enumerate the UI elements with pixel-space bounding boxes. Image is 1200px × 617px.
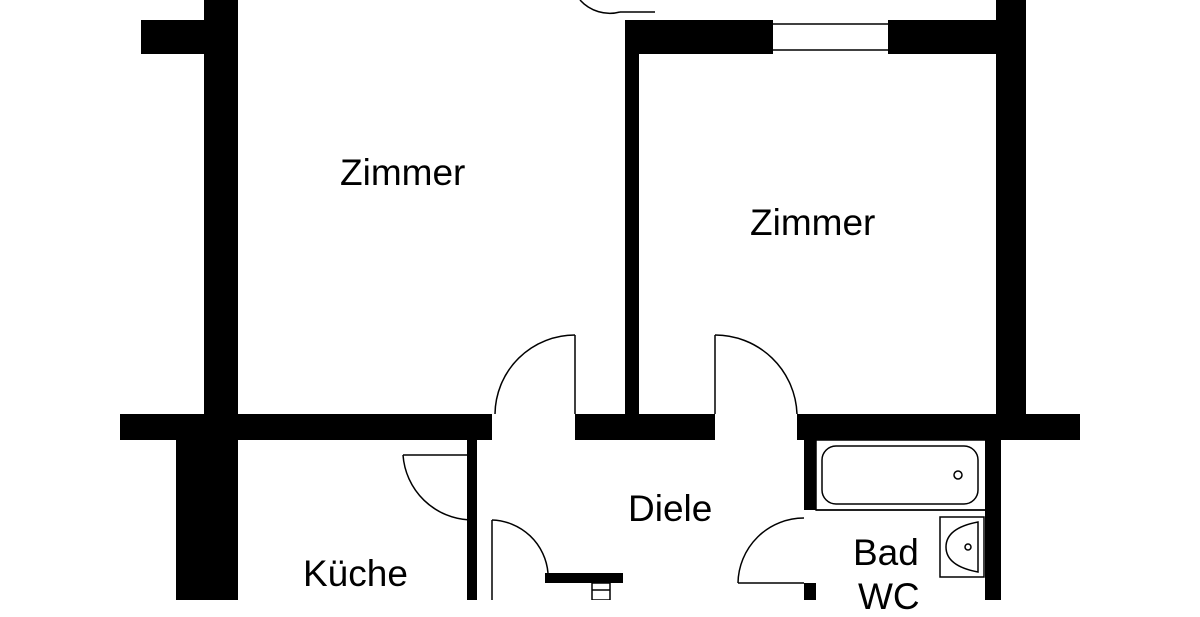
sink	[939, 516, 985, 578]
wall-horizontal-left	[120, 414, 492, 440]
wall-upper-divider	[625, 40, 639, 416]
room-label-diele: Diele	[628, 488, 713, 529]
window	[773, 23, 888, 51]
wall-horizontal-mid	[575, 414, 715, 440]
door-zimmer-right	[714, 334, 798, 415]
bathtub	[815, 439, 987, 511]
room-label-zimmer-1: Zimmer	[340, 152, 466, 193]
sink-basin	[945, 521, 979, 573]
room-label-wc: WC	[858, 576, 920, 617]
wall-entry-stub	[545, 573, 623, 583]
floor-plan	[120, 0, 1080, 600]
wall-right	[996, 0, 1026, 440]
wall-top-right-1	[625, 20, 773, 54]
bath-fixtures	[815, 439, 987, 578]
wall-left-upper	[204, 0, 238, 420]
wall-bath-divider-lower	[804, 583, 816, 600]
wall-top-right-2	[888, 20, 1000, 54]
wall-horizontal-right	[797, 414, 1080, 440]
bathtub-drain	[953, 470, 963, 480]
wall-left-stub	[141, 20, 206, 54]
door-top	[579, 0, 655, 15]
sink-drain	[964, 543, 972, 551]
shelf	[591, 582, 611, 600]
wall-left-lower	[176, 418, 238, 600]
door-zimmer-left	[494, 334, 576, 415]
room-label-bad: Bad	[853, 532, 919, 573]
door-storage	[491, 519, 549, 600]
doors	[402, 0, 805, 600]
door-bath	[737, 517, 805, 584]
wall-bath-divider	[804, 435, 816, 510]
room-label-kueche: Küche	[303, 553, 408, 594]
walls	[120, 0, 1080, 600]
wall-kitchen-divider	[467, 435, 477, 600]
door-kitchen	[402, 454, 477, 521]
wall-right-lower	[985, 438, 1001, 600]
bathtub-inner	[821, 445, 979, 505]
room-label-zimmer-2: Zimmer	[750, 202, 876, 243]
